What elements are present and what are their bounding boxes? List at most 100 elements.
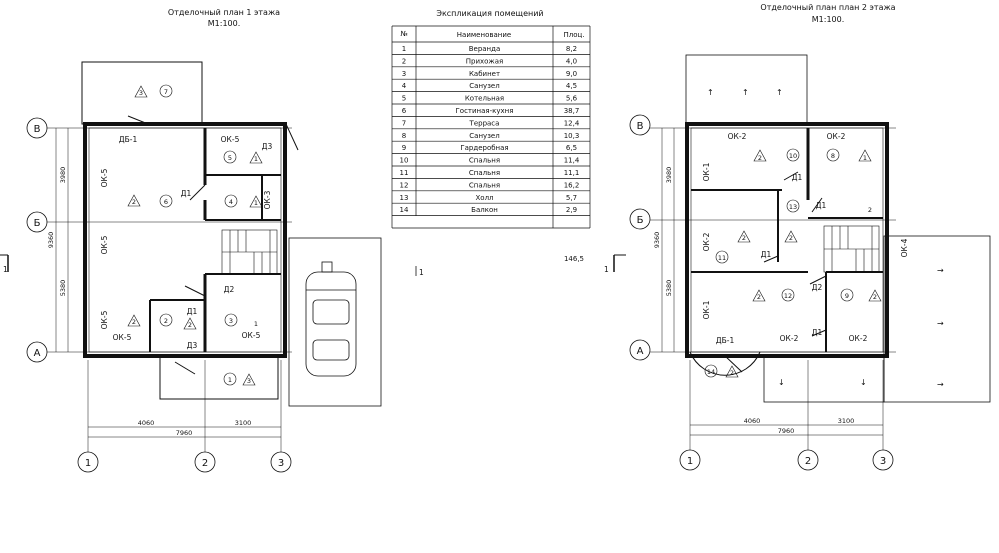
svg-text:→: → (937, 319, 944, 328)
axis-label-b: Б (34, 218, 41, 229)
opening-ok2: ОК-2 (702, 232, 711, 251)
dim-5380: 5380 (665, 280, 673, 297)
legend-row-area: 4,5 (566, 82, 577, 90)
legend-grid (391, 25, 591, 229)
svg-text:↑: ↑ (742, 88, 749, 97)
room-number: 8 (831, 152, 835, 160)
carport-outline (288, 237, 382, 407)
axis-label-2: 2 (202, 458, 208, 469)
legend-row-name: Холл (475, 194, 493, 202)
dim-3980: 3980 (59, 167, 67, 184)
legend-row-name: Спальня (469, 169, 500, 177)
roof-arrows: ↑↑↑ →→→ ↓↓ (707, 88, 944, 389)
room-number: 4 (229, 198, 233, 206)
axis-label-a: А (637, 346, 644, 357)
axis-label-a: А (34, 348, 41, 359)
room-number: 6 (164, 198, 168, 206)
legend-title: Экспликация помещений (436, 9, 543, 18)
axis-bubbles (26, 117, 292, 473)
dim-3100: 3100 (838, 417, 855, 425)
svg-text:↓: ↓ (778, 378, 785, 387)
finish-code: 1 (863, 154, 867, 162)
opening-d1: Д1 (816, 201, 827, 210)
opening-d1: Д1 (792, 173, 803, 182)
opening-d1: Д1 (812, 328, 823, 337)
finish-code: 2 (188, 321, 192, 329)
dim-9360: 9360 (47, 232, 55, 249)
finish-code: 2 (757, 293, 761, 301)
opening-ok3: ОК-3 (263, 190, 272, 209)
opening-db1: ДБ-1 (119, 135, 138, 144)
axis-label-v: В (34, 124, 41, 135)
legend-row-name: Прихожая (466, 57, 504, 65)
finish-code: 2 (742, 234, 746, 242)
axis-label-1: 1 (85, 458, 91, 469)
opening-ok5: ОК-5 (100, 310, 109, 329)
opening-ok2: ОК-2 (849, 334, 868, 343)
finish-code: 1 (254, 155, 258, 163)
legend-row-name: Терраса (469, 119, 500, 127)
legend-row-area: 12,4 (564, 119, 580, 127)
section-mark-label: 1 (419, 268, 424, 277)
legend-row-area: 10,3 (564, 132, 580, 140)
finish-code: 2 (132, 198, 136, 206)
floor1-inner-wall-line (88, 127, 282, 353)
legend-row-number: 5 (402, 95, 406, 103)
opening-d3: Д3 (187, 341, 198, 350)
room-schedule: Экспликация помещений № Наименование Пло… (391, 9, 591, 277)
opening-ok2: ОК-2 (780, 334, 799, 343)
svg-text:↑: ↑ (776, 88, 783, 97)
room-number: 3 (229, 317, 233, 325)
room-number: 9 (845, 292, 849, 300)
plan1-scale: М1:100. (208, 19, 241, 28)
dim-5380: 5380 (59, 280, 67, 297)
room-number: 11 (718, 254, 726, 262)
floor2-outer-wall (685, 122, 889, 358)
axis-label-2: 2 (805, 456, 811, 467)
legend-row-name: Веранда (469, 45, 501, 53)
opening-ok5: ОК-5 (242, 331, 261, 340)
legend-row-name: Кабинет (469, 70, 500, 78)
finish-code: 3 (139, 89, 143, 97)
opening-d3: Д3 (262, 142, 273, 151)
opening-db1: ДБ-1 (716, 336, 735, 345)
legend-row-number: 14 (400, 206, 409, 214)
room-number: 2 (164, 317, 168, 325)
plan2-scale: М1:100. (812, 15, 845, 24)
floor2-inner-wall-line (690, 127, 884, 353)
legend-header-name: Наименование (457, 31, 511, 39)
room-number: 12 (784, 292, 792, 300)
room-number: 5 (228, 154, 232, 162)
svg-text:→: → (937, 380, 944, 389)
legend-row-number: 7 (402, 119, 406, 127)
room-number: 13 (789, 203, 797, 211)
dim-7960: 7960 (176, 429, 193, 437)
dim-9360: 9360 (653, 232, 661, 249)
stair (823, 225, 880, 273)
legend-row-number: 11 (400, 169, 409, 177)
opening-ok5: ОК-5 (100, 168, 109, 187)
legend-row-number: 12 (400, 181, 409, 189)
opening-ok5: ОК-5 (221, 135, 240, 144)
legend-row-name: Гостиная-кухня (456, 107, 514, 115)
room-number: 1 (228, 376, 232, 384)
legend-row-number: 6 (402, 107, 407, 115)
finish-code: 1 (254, 199, 258, 207)
dim-3100: 3100 (235, 419, 252, 427)
legend-header-num: № (400, 30, 407, 38)
axis-label-1: 1 (687, 456, 693, 467)
legend-row-number: 2 (402, 57, 406, 65)
opening-d2: Д2 (812, 283, 823, 292)
legend-row-area: 11,1 (564, 169, 580, 177)
opening-d2: Д2 (224, 285, 235, 294)
plan-floor-1: Отделочный план 1 этажа М1:100. (0, 8, 382, 473)
svg-text:↓: ↓ (860, 378, 867, 387)
room-markers (704, 148, 882, 378)
stair (221, 229, 278, 275)
axis-label-v: В (637, 121, 644, 132)
legend-row-area: 5,6 (566, 95, 578, 103)
legend-header-area: Плоц. (563, 31, 584, 39)
room-number: 7 (164, 88, 168, 96)
